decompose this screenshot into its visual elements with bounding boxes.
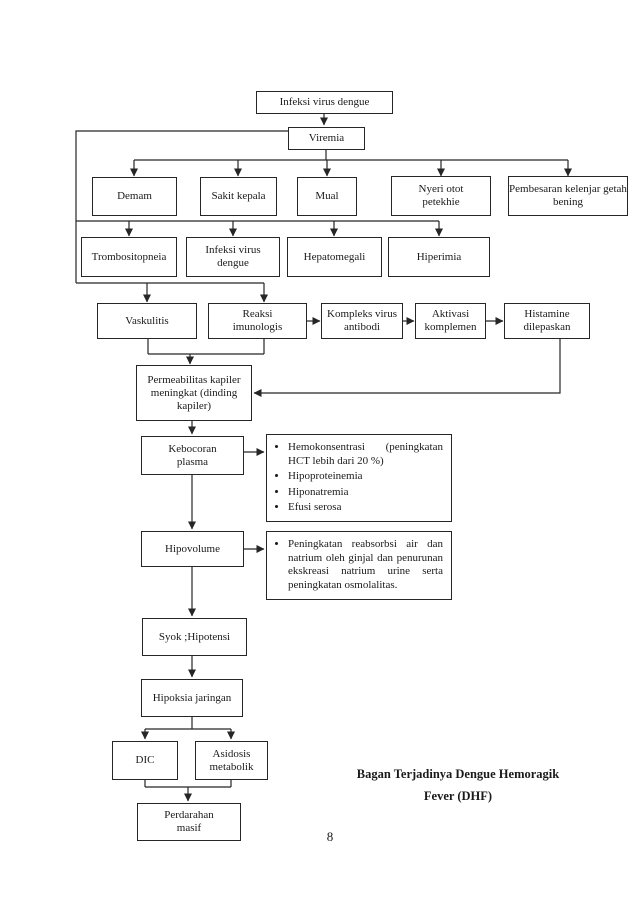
node-histamine-dilepaskan: Histamine dilepaskan: [504, 303, 590, 339]
callout-item: Hiponatremia: [288, 486, 443, 500]
caption-line2: Fever (DHF): [423, 789, 493, 803]
node-mual: Mual: [297, 177, 357, 216]
callout-kebocoran-effects: Hemokonsentrasi (peningkatan HCT lebih d…: [266, 434, 452, 522]
node-permeabilitas-kapiler: Permeabilitas kapiler meningkat (dinding…: [136, 365, 252, 421]
node-hipoksia-jaringan: Hipoksia jaringan: [141, 679, 243, 717]
node-demam: Demam: [92, 177, 177, 216]
callout-item: Hipoproteinemia: [288, 470, 443, 484]
callout-item: Peningkatan reabsorbsi air dan natrium o…: [288, 538, 443, 592]
callout-hipovolume-effects: Peningkatan reabsorbsi air dan natrium o…: [266, 531, 452, 600]
flow-arrows: [75, 114, 572, 802]
node-infeksi-virus-dengue: Infeksi virus dengue: [256, 91, 393, 114]
node-dic: DIC: [112, 741, 178, 780]
node-reaksi-imunologis: Reaksi imunologis: [208, 303, 307, 339]
node-infeksi-virus-dengue-2: Infeksi virus dengue: [186, 237, 280, 277]
node-sakit-kepala: Sakit kepala: [200, 177, 277, 216]
node-viremia: Viremia: [288, 127, 365, 150]
node-kebocoran-plasma: Kebocoran plasma: [141, 436, 244, 475]
callout-item: Hemokonsentrasi (peningkatan HCT lebih d…: [288, 441, 443, 468]
node-asidosis-metabolik: Asidosis metabolik: [195, 741, 268, 780]
node-perdarahan-masif: Perdarahan masif: [137, 803, 241, 841]
node-vaskulitis: Vaskulitis: [97, 303, 197, 339]
node-aktivasi-komplemen: Aktivasi komplemen: [415, 303, 486, 339]
node-nyeri-otot-petekhie: Nyeri otot petekhie: [391, 176, 491, 216]
node-pembesaran-kelenjar: Pembesaran kelenjar getah bening: [508, 176, 628, 216]
node-hipovolume: Hipovolume: [141, 531, 244, 567]
node-syok-hipotensi: Syok ;Hipotensi: [142, 618, 247, 656]
diagram-caption: Bagan Terjadinya Dengue Hemoragik Fever …: [340, 763, 576, 807]
caption-line1: Bagan Terjadinya Dengue Hemoragik: [356, 767, 560, 781]
callout-item: Efusi serosa: [288, 501, 443, 515]
node-trombositopneia: Trombositopneia: [81, 237, 177, 277]
page-number: 8: [326, 829, 334, 844]
node-kompleks-virus-antibodi: Kompleks virus antibodi: [321, 303, 403, 339]
node-hepatomegali: Hepatomegali: [287, 237, 382, 277]
node-hiperimia: Hiperimia: [388, 237, 490, 277]
